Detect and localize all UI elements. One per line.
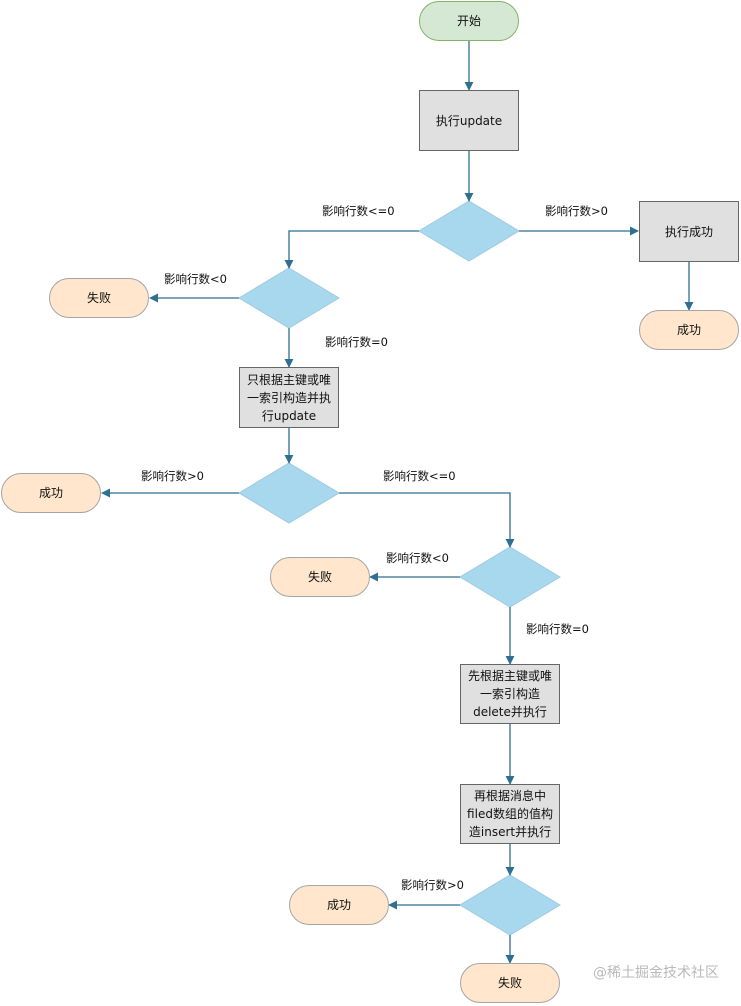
fail-node-1: 失败	[49, 278, 149, 318]
delete-line-3: delete并执行	[473, 705, 547, 719]
label-d1-right: 影响行数>0	[545, 204, 608, 218]
insert-line-2: filed数组的值构	[467, 807, 553, 821]
delete-line-1: 先根据主键或唯	[467, 669, 552, 683]
edge-d1-left	[284, 230, 419, 269]
exec-success-node: 执行成功	[639, 201, 739, 262]
exec-update-node: 执行update	[419, 90, 519, 151]
watermark: @稀土掘金技术社区	[593, 965, 719, 981]
decision-1	[418, 200, 520, 262]
pk-update-line-3: 行update	[261, 408, 317, 423]
label-d2-down: 影响行数=0	[325, 335, 388, 349]
label-d1-left: 影响行数<=0	[322, 204, 395, 218]
fail-node-2: 失败	[270, 557, 370, 597]
pk-update-line-2: 一索引构造并执	[246, 390, 331, 405]
delete-node: 先根据主键或唯 一索引构造 delete并执行	[460, 664, 560, 724]
delete-line-2: 一索引构造	[479, 687, 540, 701]
decision-3	[238, 462, 340, 524]
success-node-1: 成功	[639, 310, 739, 350]
label-d2-left: 影响行数<0	[164, 272, 227, 286]
decision-2	[238, 267, 340, 329]
label-d3-right: 影响行数<=0	[383, 469, 456, 483]
insert-line-3: 造insert并执行	[468, 825, 552, 839]
label-d5-left: 影响行数>0	[401, 878, 464, 892]
decision-5	[459, 874, 561, 936]
label-d3-left: 影响行数>0	[141, 469, 204, 483]
edge-d3-right	[339, 492, 515, 548]
pk-update-line-1: 只根据主键或唯	[246, 372, 331, 387]
label-d4-left: 影响行数<0	[386, 551, 449, 565]
decision-4	[459, 546, 561, 608]
insert-line-1: 再根据消息中	[473, 789, 546, 803]
fail-node-3: 失败	[460, 963, 560, 1003]
start-node: 开始	[419, 1, 519, 41]
pk-update-node: 只根据主键或唯 一索引构造并执 行update	[239, 367, 339, 428]
label-d4-down: 影响行数=0	[526, 622, 589, 636]
success-node-2: 成功	[1, 473, 101, 513]
insert-node: 再根据消息中 filed数组的值构 造insert并执行	[460, 784, 560, 844]
success-node-3: 成功	[289, 885, 389, 925]
